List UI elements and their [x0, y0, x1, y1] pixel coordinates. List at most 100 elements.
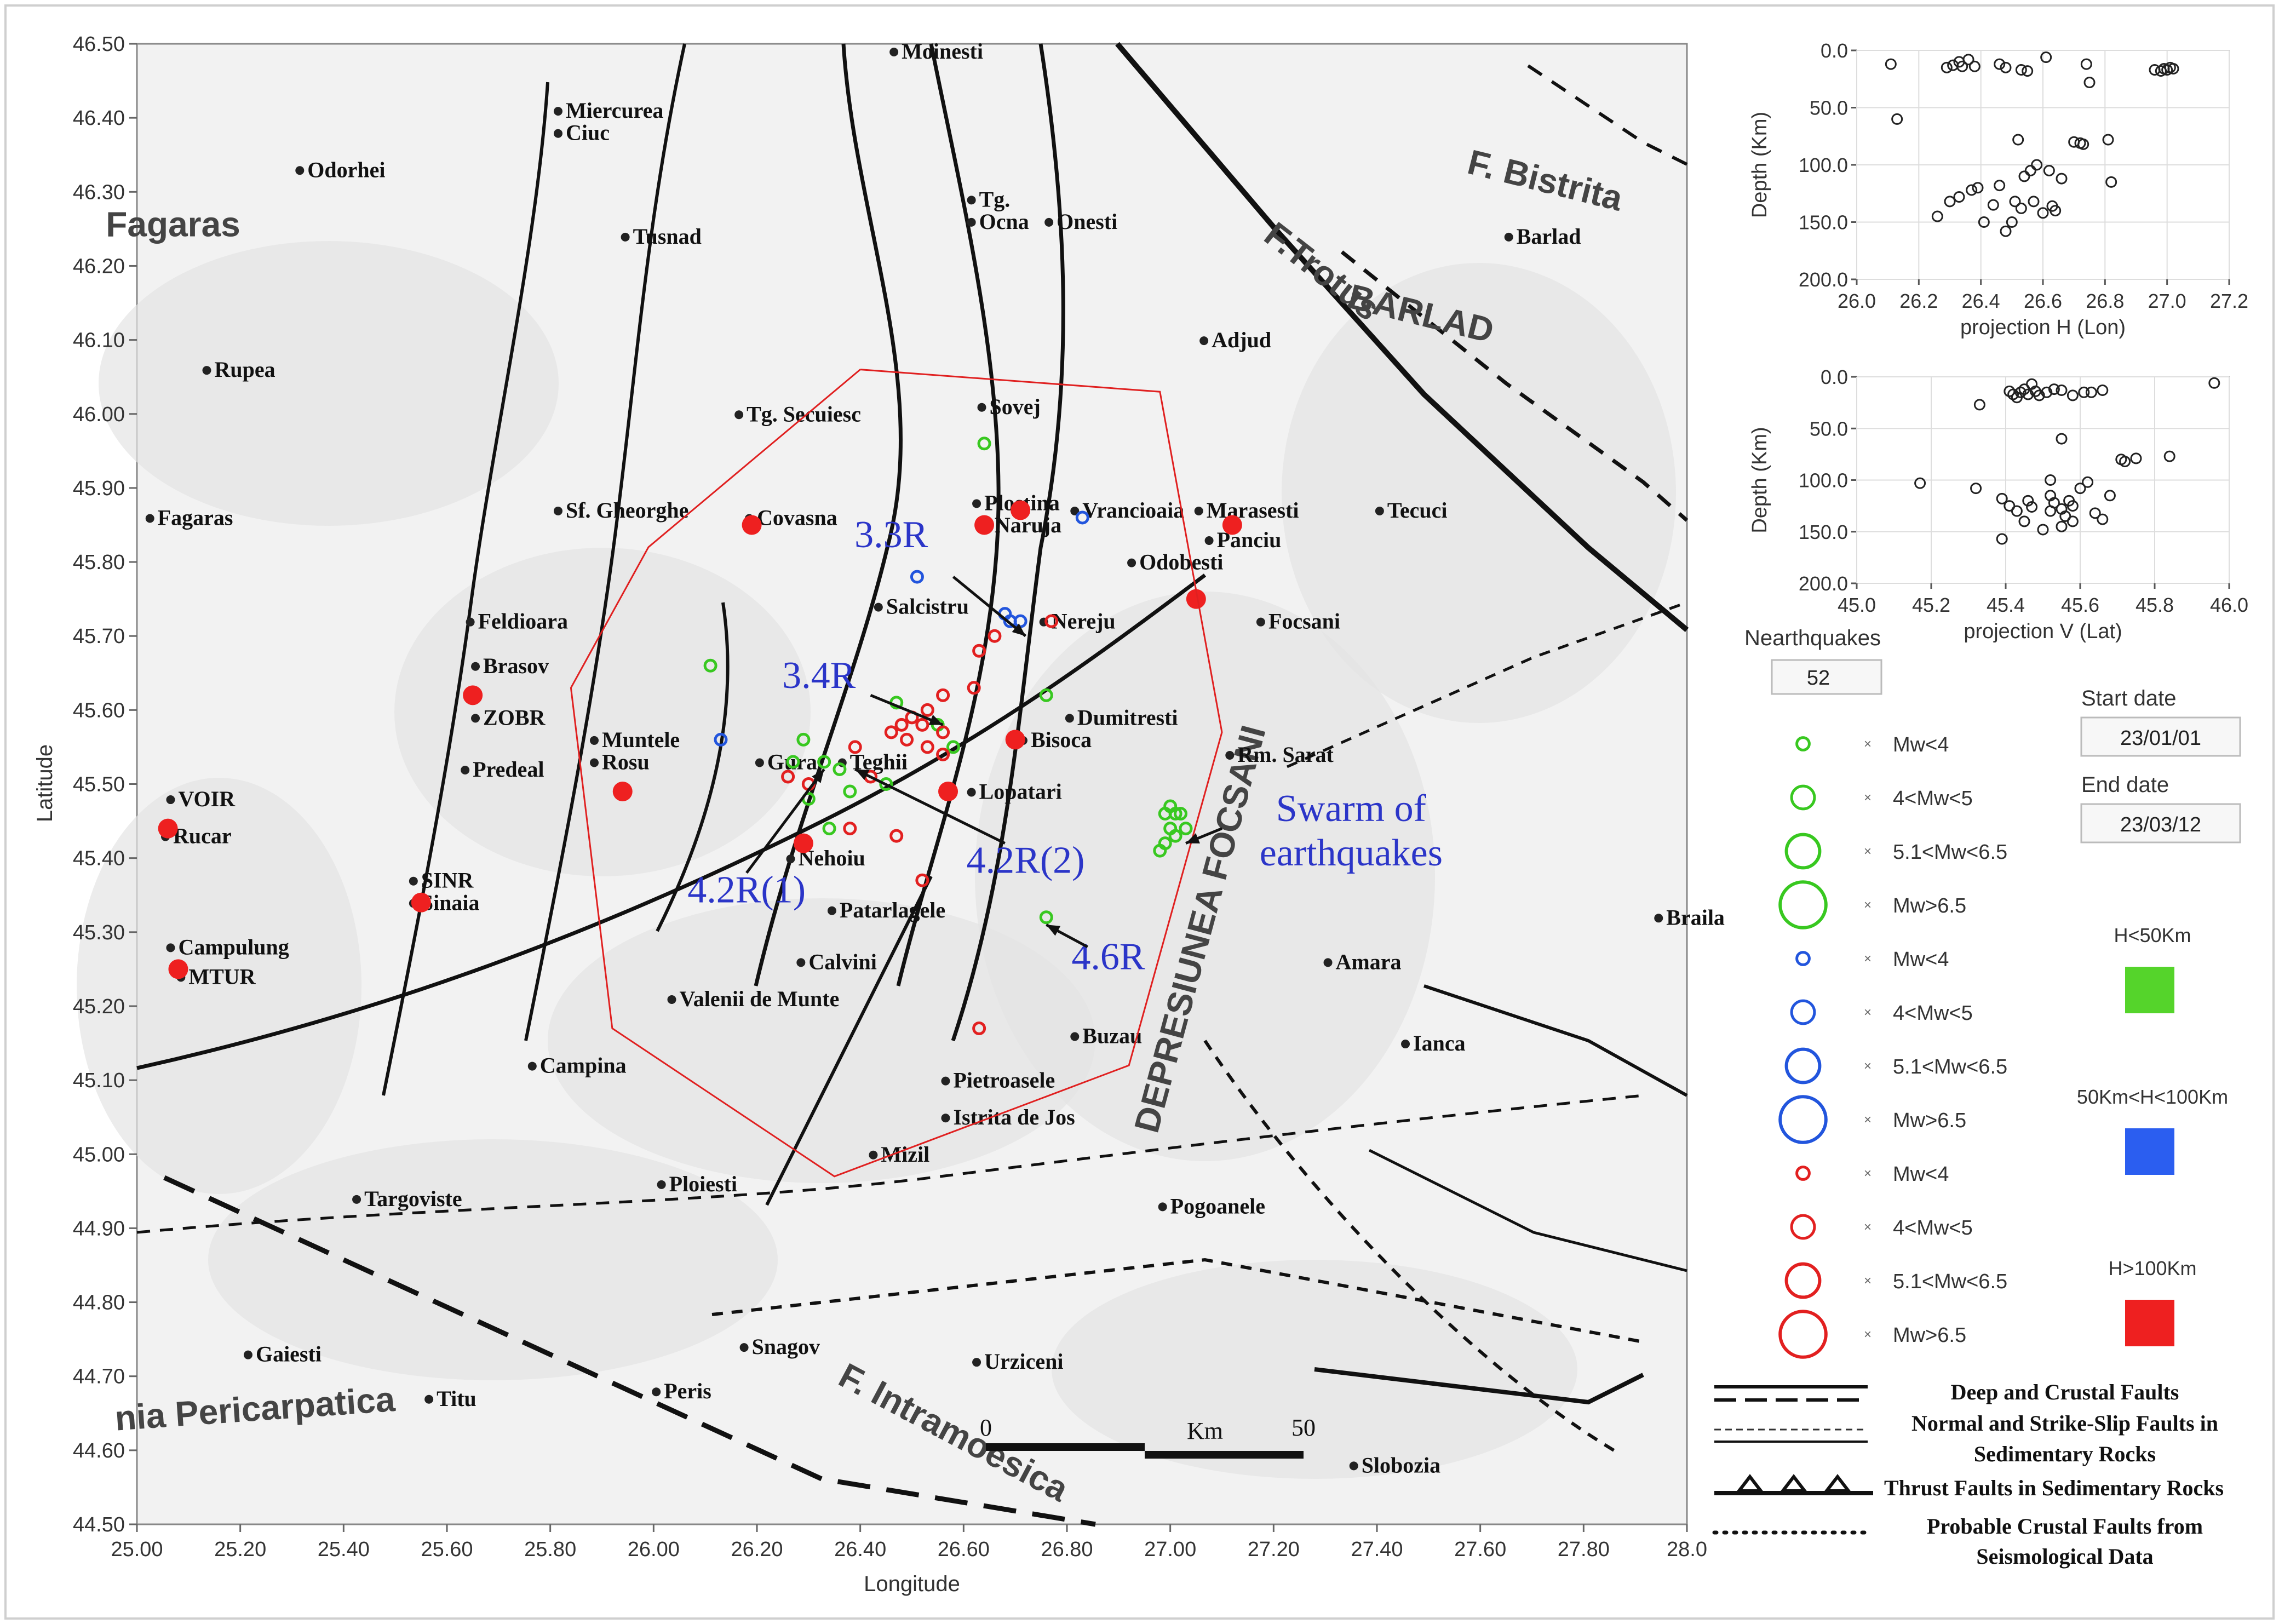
fault-line: [136, 1094, 1644, 1234]
terrain-shade: [208, 1139, 778, 1380]
depth-point: [2040, 51, 2052, 64]
place-dot: [1256, 617, 1265, 627]
magnitude-symbol: [1790, 999, 1816, 1025]
fault-line: [1115, 42, 1689, 632]
seismic-station-marker: [1011, 500, 1031, 520]
place-label: Braila: [1666, 905, 1725, 929]
earthquake-marker: [843, 822, 857, 836]
legend-marker-glyph: ×: [1864, 1327, 1872, 1342]
depth-point: [1953, 191, 1965, 203]
x-tick-label: 25.40: [318, 1538, 370, 1561]
earthquake-marker: [915, 718, 929, 732]
place-label: Moinesti: [902, 39, 983, 64]
magnitude-label: Mw>6.5: [1893, 894, 1966, 917]
seismic-station-marker: [1005, 730, 1025, 750]
earthquake-marker: [936, 747, 950, 761]
place-label: Muntele: [602, 727, 680, 752]
y-tick-label: 45.00: [73, 1143, 125, 1166]
start-date-input[interactable]: [2080, 716, 2241, 757]
depth-point: [2050, 205, 2062, 217]
depth-point: [2119, 456, 2131, 468]
x-tick-label: 27.40: [1351, 1538, 1403, 1561]
y-tick-label: 46.30: [73, 181, 125, 204]
earthquake-marker: [786, 755, 800, 769]
depth-point: [2077, 138, 2089, 150]
magnitude-label: Mw>6.5: [1893, 1324, 1966, 1347]
fault-line: [754, 43, 903, 986]
depth-point: [1891, 113, 1903, 125]
place-label: Salcistru: [886, 594, 969, 619]
y-tick-label: 44.60: [73, 1439, 125, 1462]
magnitude-label: Mw>6.5: [1893, 1109, 1966, 1132]
depth-point: [2066, 500, 2079, 512]
depth-point: [1994, 180, 2006, 192]
magnitude-symbol: [1778, 1095, 1828, 1144]
earthquake-marker: [915, 873, 929, 887]
depth-point: [2102, 134, 2114, 146]
x-tick-label: 45.6: [2061, 594, 2099, 616]
x-tick-label: 25.00: [111, 1538, 163, 1561]
earthquake-marker: [843, 784, 857, 799]
place-label: Pogoanele: [1170, 1193, 1265, 1218]
end-date-input[interactable]: [2080, 803, 2241, 843]
x-tick-label: 26.80: [1041, 1538, 1093, 1561]
earthquake-marker: [936, 688, 950, 702]
arrow-head: [855, 769, 870, 781]
y-tick-label: 44.50: [73, 1513, 125, 1536]
place-dot: [461, 765, 470, 774]
magnitude-symbol: [1790, 1214, 1816, 1240]
terrain-shade: [99, 241, 559, 526]
depth-point: [2208, 377, 2220, 389]
earthquake-marker: [900, 732, 914, 747]
seismic-station-marker: [742, 515, 762, 535]
y-tick-label: 45.70: [73, 625, 125, 648]
y-tick-label: 45.30: [73, 921, 125, 944]
place-dot: [409, 876, 418, 886]
scale-bar-label: 0: [980, 1414, 992, 1441]
place-dot: [166, 795, 175, 805]
depth-point: [1970, 483, 1982, 495]
place-label: Rosu: [602, 749, 650, 774]
magnitude-symbol: [1784, 833, 1822, 870]
place-label: Snagov: [752, 1334, 820, 1359]
magnitude-annotation: 3.3R: [854, 514, 928, 556]
fault-line: [1423, 984, 1688, 1097]
legend-marker-glyph: ×: [1864, 1112, 1872, 1127]
earthquake-marker: [946, 740, 960, 754]
chart-x-label: projection H (Lon): [1960, 316, 2126, 339]
study-region-outline: [570, 369, 1223, 1178]
arrow-head: [928, 714, 943, 725]
place-label: Sf. Gheorghe: [566, 498, 688, 523]
fault-legend-label: Probable Crustal Faults from: [1927, 1514, 2203, 1539]
place-label: Amara: [1336, 949, 1402, 974]
depth-point: [2018, 515, 2030, 527]
nearthquakes-field-box[interactable]: [1771, 659, 1882, 695]
magnitude-symbol: [1778, 1310, 1828, 1359]
place-dot: [553, 107, 562, 116]
magnitude-label: 4<Mw<5: [1893, 1216, 1973, 1239]
earthquake-marker: [972, 644, 986, 658]
magnitude-symbol: [1784, 1262, 1822, 1299]
depth-point: [2082, 476, 2094, 488]
fault-line: [656, 602, 730, 932]
depth-point: [2056, 520, 2068, 532]
magnitude-label: Mw<4: [1893, 733, 1949, 756]
place-label: Ocna: [979, 209, 1029, 234]
depth-point: [2056, 173, 2068, 185]
depth-point: [2018, 170, 2030, 182]
y-tick-label: 45.40: [73, 847, 125, 870]
y-tick-label: 45.10: [73, 1069, 125, 1092]
depth-point: [2104, 490, 2116, 502]
depth-point: [2022, 388, 2034, 400]
x-tick-label: 46.0: [2210, 594, 2248, 616]
earthquake-marker: [920, 740, 934, 754]
depth-point: [2089, 507, 2101, 519]
fault-line: [1368, 1149, 1687, 1272]
depth-point: [1966, 184, 1978, 196]
place-dot: [145, 514, 154, 523]
magnitude-symbol: [1795, 951, 1811, 966]
place-dot: [967, 788, 976, 797]
y-axis-label: Latitude: [33, 744, 57, 822]
fault-legend-label: Seismological Data: [1976, 1544, 2153, 1569]
